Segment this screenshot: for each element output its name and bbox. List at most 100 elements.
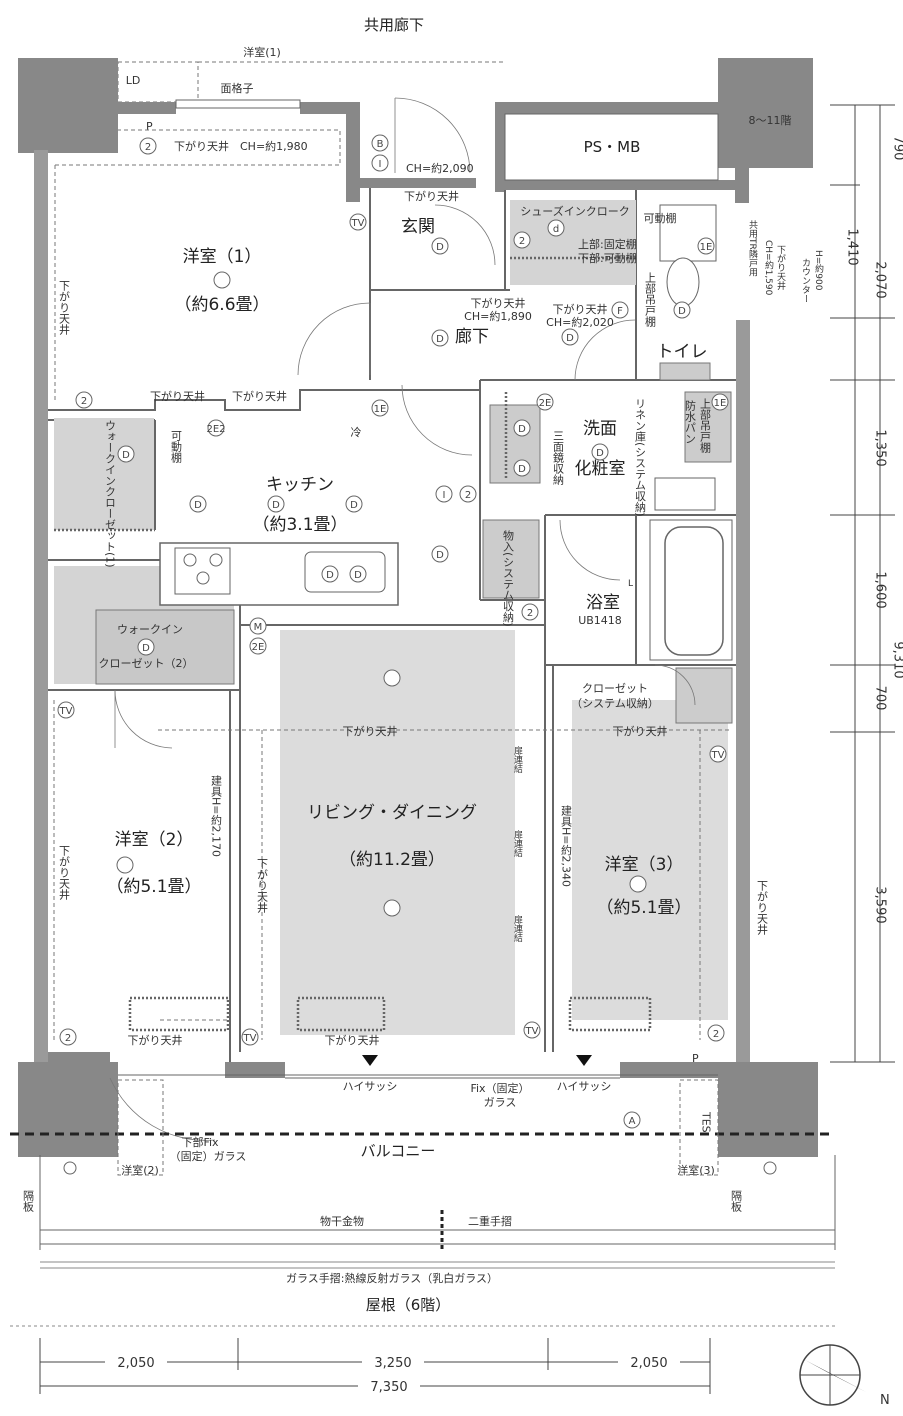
svg-text:D: D (350, 500, 358, 511)
living-ceiling-top: 下がり天井 (343, 724, 398, 738)
closet-sub: （システム収納） (571, 697, 659, 710)
kitchen-ceiling: 下がり天井 (232, 389, 287, 403)
entrance-ceiling: 下がり天井 (404, 189, 459, 203)
svg-text:I: I (379, 159, 382, 170)
lattice-label: 面格子 (221, 81, 254, 95)
shoes-ch2: CH=約2,020 (546, 315, 614, 329)
svg-text:D: D (518, 424, 526, 435)
dim-right-3: 2,070 (873, 261, 888, 298)
compass-n: N (880, 1393, 890, 1408)
walkin1-name: ウォークインクローゼット(1) (104, 420, 117, 568)
dim-bottom-total: 7,350 (370, 1380, 407, 1395)
washroom-name1: 洗面 (583, 419, 617, 439)
svg-text:D: D (566, 333, 574, 344)
svg-text:2: 2 (145, 142, 151, 153)
svg-text:I: I (443, 490, 446, 501)
right-dimensions: 790 1,410 2,070 1,350 1,600 700 3,590 9,… (830, 104, 903, 1063)
annex-room1-mark: 洋室(1) (243, 45, 281, 59)
column-bottom-left (18, 1062, 118, 1157)
kitchen-ref: 冷 (351, 426, 362, 439)
balcony-tes: TES (700, 1111, 713, 1133)
walkin2-line1: ウォークイン (117, 623, 183, 636)
western3-area: （約5.1畳） (596, 898, 691, 918)
shoes-ch1: CH=約1,890 (464, 309, 532, 323)
bath-unit: UB1418 (578, 614, 622, 627)
counter-label: カウンター (800, 258, 811, 303)
door-link-2: 扉連結 (512, 829, 523, 858)
svg-text:TV: TV (711, 750, 725, 761)
partition-right: 隔板 (730, 1190, 743, 1213)
svg-text:D: D (354, 570, 362, 581)
kitchen-name: キッチン (266, 475, 334, 495)
toilet-name: トイレ (657, 342, 708, 362)
washroom-waterproof: 防水パン (684, 399, 697, 444)
annex-ld-mark: LD (126, 74, 141, 87)
walkin1-shelf: 可動棚 (170, 430, 183, 464)
kitchen-area: （約3.1畳） (252, 515, 347, 535)
balcony-room3: 洋室(3) (677, 1163, 715, 1177)
western2-area: （約5.1畳） (106, 877, 201, 897)
door-link-1: 扉連結 (512, 745, 523, 774)
compass-icon: N (799, 1344, 890, 1408)
shoes-shelf: 可動棚 (644, 211, 677, 225)
sash-left: ハイサッシ (343, 1080, 398, 1093)
shoes-ceiling1: 下がり天井 (471, 296, 526, 310)
western1-ceiling-bottom: 下がり天井 (150, 389, 205, 403)
balcony-name: バルコニー (361, 1142, 436, 1160)
door-link-3: 扉連結 (512, 914, 523, 943)
svg-text:d: d (553, 224, 559, 235)
bottom-dimensions: 2,050 3,250 2,050 7,350 (39, 1338, 711, 1395)
dim-bottom-1: 2,050 (117, 1356, 154, 1371)
western3-name: 洋室（3） (605, 855, 684, 875)
western1-ceiling-left: 下がり天井 (58, 280, 71, 336)
dim-right-4: 1,350 (873, 429, 888, 466)
living-ceiling-bottom: 下がり天井 (325, 1033, 380, 1047)
hall-name: 廊下 (455, 327, 489, 347)
svg-text:D: D (272, 500, 280, 511)
western1-area: （約6.6畳） (174, 295, 269, 315)
western3-ceiling-top: 下がり天井 (613, 724, 668, 738)
living-area-shade (280, 630, 515, 1035)
corridor-label: 共用廊下 (364, 16, 424, 34)
svg-text:TV: TV (525, 1026, 539, 1037)
dim-bottom-2: 3,250 (374, 1356, 411, 1371)
svg-text:2E2: 2E2 (206, 424, 225, 435)
lower-fix2: （固定）ガラス (170, 1149, 247, 1163)
western3-area-shade (572, 700, 728, 1020)
dim-right-total: 9,310 (891, 641, 903, 678)
walkin-closet-1-area (54, 418, 154, 530)
psmb-label: PS・MB (584, 138, 641, 156)
symbol-marks: TV D D D D F d 2 B I 2 2 D 2E2 1E D D D … (57, 134, 729, 1129)
storage-area (482, 519, 540, 599)
roof-label: 屋根（6階） (366, 1296, 451, 1314)
svg-text:1E: 1E (374, 404, 387, 415)
rail-label: 二重手摺 (468, 1214, 512, 1228)
western2-door: 建具H=約2,170 (210, 774, 223, 857)
svg-text:2E: 2E (252, 642, 265, 653)
sash-fix2: ガラス (484, 1096, 517, 1109)
storage-name: 物入(システム収納) (502, 529, 515, 627)
western3-ceiling-right: 下がり天井 (756, 880, 769, 936)
dim-bottom-3: 2,050 (630, 1356, 667, 1371)
partition-left: 隔板 (22, 1190, 35, 1213)
counter-ceiling: 下がり天井 (775, 245, 786, 291)
bath-name: 浴室 (586, 593, 620, 613)
shoes-closet-area (510, 200, 636, 285)
svg-text:D: D (436, 550, 444, 561)
toilet-upper: 上部吊戸棚 (644, 272, 657, 328)
shared-pipe-label: 共用TR隣戸用 (747, 220, 758, 278)
svg-text:D: D (436, 242, 444, 253)
western1-ceiling-top: 下がり天井 CH=約1,980 (174, 139, 308, 153)
balcony-p: P (692, 1052, 699, 1065)
svg-text:D: D (518, 464, 526, 475)
washroom-name2: 化粧室 (575, 459, 626, 479)
dim-right-1: 790 (891, 136, 903, 161)
dim-right-7: 3,590 (873, 886, 888, 923)
svg-text:D: D (122, 450, 130, 461)
dim-right-2: 1,410 (845, 228, 860, 265)
svg-text:2: 2 (527, 608, 533, 619)
living-area: （約11.2畳） (339, 850, 445, 870)
column-top-right (718, 58, 813, 168)
closet-name: クローゼット (582, 682, 648, 695)
walkin2-line2: クローゼット（2） (99, 657, 194, 670)
